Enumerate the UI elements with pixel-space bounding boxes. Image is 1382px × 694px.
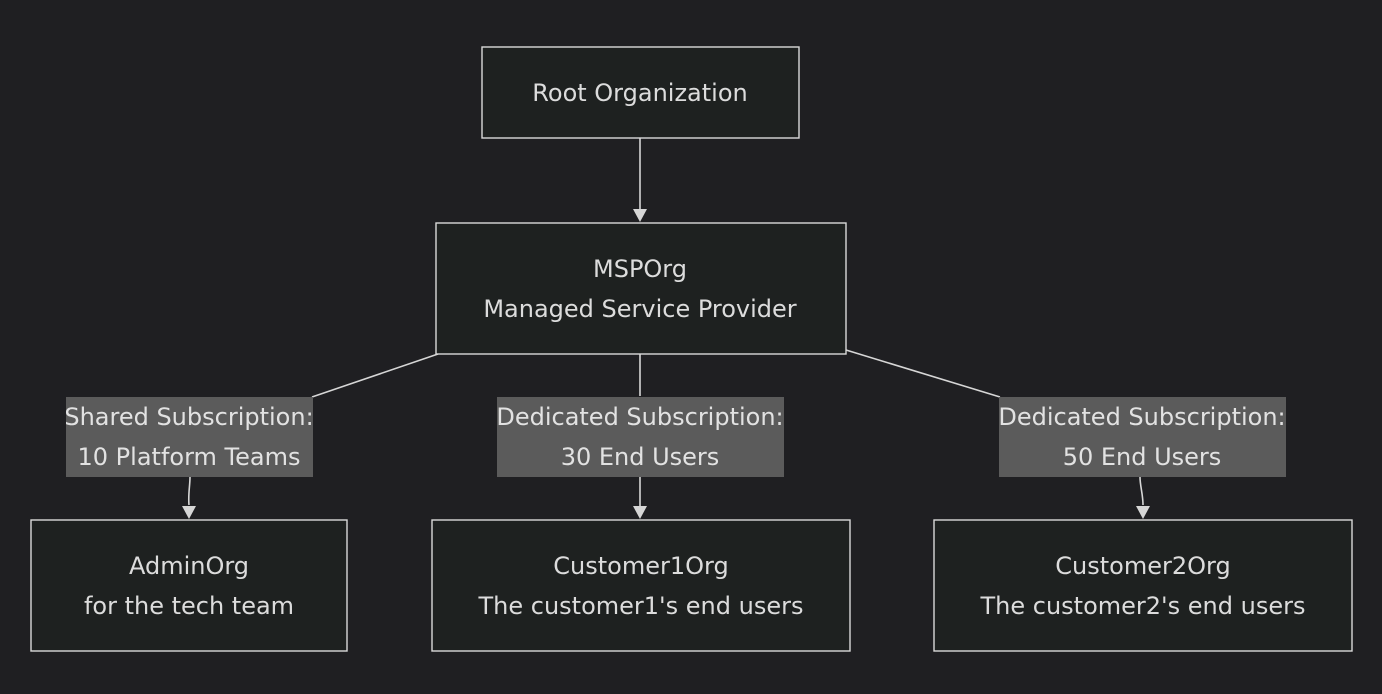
arrowhead-root-msp [633, 209, 647, 222]
node-title: MSPOrg [593, 255, 687, 283]
edge-label-box [999, 397, 1286, 477]
node-subtitle: Managed Service Provider [483, 295, 796, 323]
node-title: AdminOrg [129, 552, 249, 580]
node-subtitle: for the tech team [84, 592, 294, 620]
arrowhead-msp-admin [182, 506, 196, 519]
edge-label-line2: 50 End Users [1063, 443, 1222, 471]
node-subtitle: The customer1's end users [478, 592, 804, 620]
edge-label-dedicated-subscription-30: Dedicated Subscription: 30 End Users [496, 397, 784, 477]
node-admin-org[interactable]: AdminOrg for the tech team [30, 519, 348, 652]
edge-label-line1: Dedicated Subscription: [496, 403, 783, 431]
edge-label-box [497, 397, 784, 477]
edge-label-line2: 10 Platform Teams [78, 443, 301, 471]
node-title: Customer1Org [553, 552, 728, 580]
node-box [481, 46, 800, 139]
edge-msp-customer2 [845, 349, 1144, 506]
edge-label-line1: Shared Subscription: [64, 403, 313, 431]
edge-msp-admin [187, 353, 439, 506]
node-root-organization[interactable]: Root Organization [481, 46, 800, 139]
node-box [30, 519, 348, 652]
edges [182, 138, 1150, 519]
node-customer1-org[interactable]: Customer1Org The customer1's end users [431, 519, 851, 652]
node-title: Root Organization [532, 79, 747, 107]
edge-label-shared-subscription: Shared Subscription: 10 Platform Teams [64, 397, 314, 477]
edge-label-dedicated-subscription-50: Dedicated Subscription: 50 End Users [998, 397, 1286, 477]
edge-label-line1: Dedicated Subscription: [998, 403, 1285, 431]
edge-label-box [66, 397, 313, 477]
node-box [435, 222, 847, 355]
node-customer2-org[interactable]: Customer2Org The customer2's end users [933, 519, 1353, 652]
node-subtitle: The customer2's end users [980, 592, 1306, 620]
edge-label-line2: 30 End Users [561, 443, 720, 471]
arrowhead-msp-customer1 [633, 506, 647, 519]
node-box [431, 519, 851, 652]
arrowhead-msp-customer2 [1136, 506, 1150, 519]
node-box [933, 519, 1353, 652]
node-msp-org[interactable]: MSPOrg Managed Service Provider [435, 222, 847, 355]
node-title: Customer2Org [1055, 552, 1230, 580]
